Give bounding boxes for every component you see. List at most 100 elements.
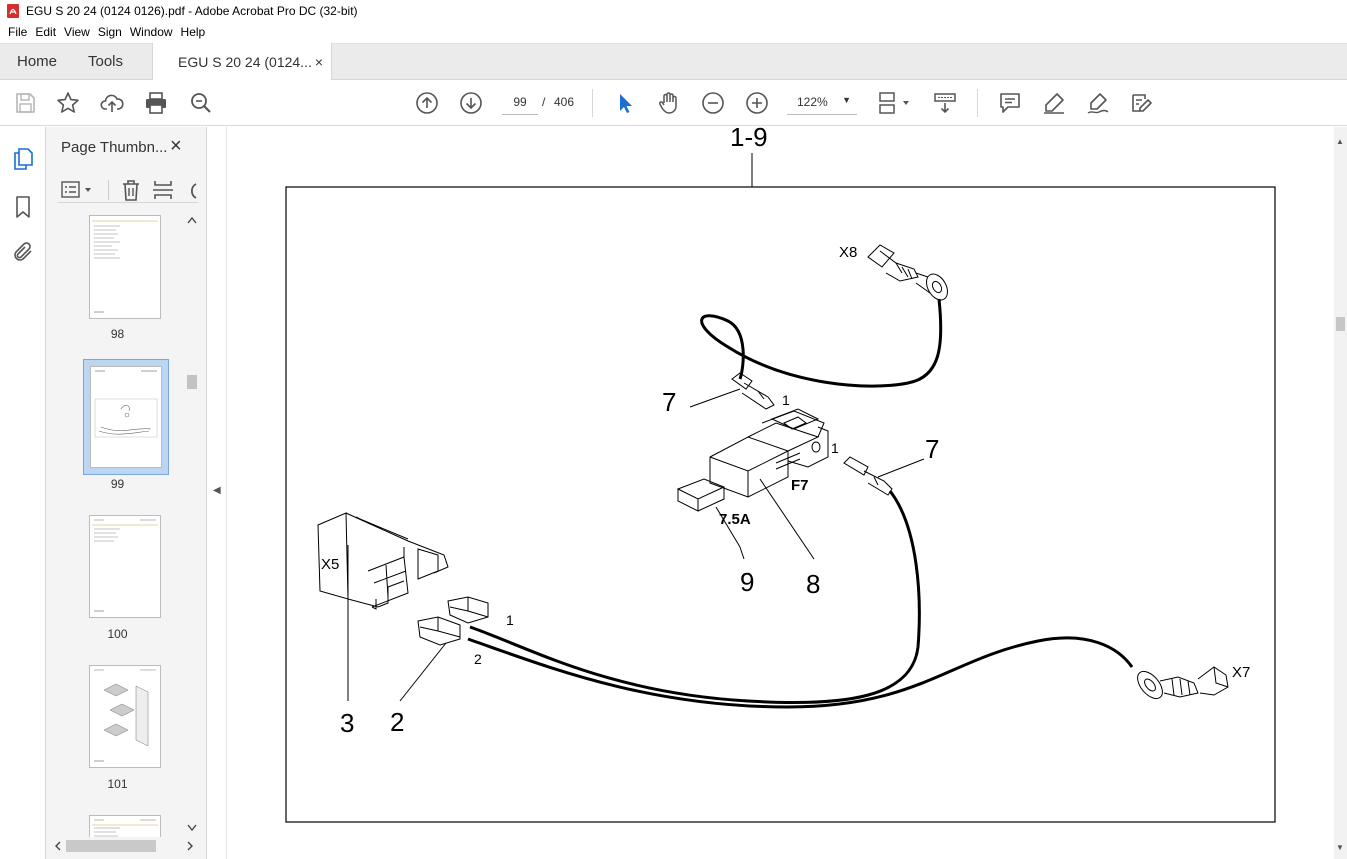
chevron-down-icon: ▼ xyxy=(842,95,851,105)
wiring-diagram xyxy=(317,244,1229,709)
menu-help[interactable]: Help xyxy=(180,25,206,39)
callout-2: 2 xyxy=(390,707,404,737)
menu-window[interactable]: Window xyxy=(129,25,173,39)
diagram-frame xyxy=(285,186,1276,823)
left-rail xyxy=(0,127,46,859)
rotate-page-icon[interactable] xyxy=(184,179,198,201)
collapse-panel-icon[interactable]: ◀ xyxy=(213,485,221,496)
page-thumbnail-selected[interactable] xyxy=(90,366,162,468)
callout-8: 8 xyxy=(806,569,820,599)
zoom-out-icon[interactable] xyxy=(701,91,725,115)
thumbnail-preview xyxy=(94,669,156,762)
thumbnail-preview xyxy=(94,370,158,438)
print-icon[interactable] xyxy=(144,91,168,115)
page-thumbnails-icon[interactable] xyxy=(11,147,35,171)
page-total: 406 xyxy=(554,95,575,109)
delete-page-icon[interactable] xyxy=(120,179,142,201)
callout-7-right: 7 xyxy=(925,434,939,464)
terminal-7-left xyxy=(731,372,775,410)
menu-sign[interactable]: Sign xyxy=(97,25,122,39)
thumbnail-label: 100 xyxy=(107,627,128,641)
page-thumbnail[interactable] xyxy=(89,515,161,618)
zoom-in-icon[interactable] xyxy=(745,91,769,115)
label-fuse-rating: 7.5A xyxy=(719,511,751,528)
panel-close-icon[interactable]: × xyxy=(170,135,182,157)
tab-tools[interactable]: Tools xyxy=(88,53,124,70)
label-x5: X5 xyxy=(321,556,339,573)
label-pin1-right: 1 xyxy=(831,440,839,456)
extract-pages-icon[interactable] xyxy=(152,179,174,201)
thumbnail-label: 101 xyxy=(107,777,128,791)
document-scrollbar[interactable]: ▲ ▼ xyxy=(1334,127,1347,859)
thumbnail-preview xyxy=(92,819,158,837)
terminal-7-right xyxy=(843,456,893,496)
callout-7-left: 7 xyxy=(662,387,676,417)
thumbnail-preview xyxy=(92,220,158,313)
toolbar-separator xyxy=(592,89,593,117)
tab-document-label: EGU S 20 24 (0124... xyxy=(178,54,312,70)
tab-close-icon[interactable]: × xyxy=(314,54,323,70)
page-thumbnail[interactable] xyxy=(89,815,161,837)
fill-sign-icon[interactable] xyxy=(1129,91,1153,115)
next-page-icon[interactable] xyxy=(459,91,483,115)
bookmark-star-icon[interactable] xyxy=(56,91,80,115)
thumbnail-hscrollbar[interactable] xyxy=(52,837,196,855)
menu-bar: File Edit View Sign Window Help xyxy=(0,22,1347,42)
attachment-icon[interactable] xyxy=(11,240,35,264)
x5-housing xyxy=(317,512,449,610)
leader-lines xyxy=(347,388,925,702)
menu-view[interactable]: View xyxy=(64,25,90,39)
fuse-holder-f7 xyxy=(709,408,829,498)
save-icon[interactable] xyxy=(13,91,37,115)
page-canvas: 1-9 xyxy=(285,127,1276,823)
comment-icon[interactable] xyxy=(998,91,1022,115)
panel-splitter[interactable]: ◀ xyxy=(207,127,227,859)
label-x7: X7 xyxy=(1232,664,1250,681)
scroll-down-icon[interactable]: ▼ xyxy=(1336,843,1344,852)
thumbnail-list: 98 99 100 xyxy=(46,215,189,837)
toolbar xyxy=(0,80,1347,126)
page-heading: 1-9 xyxy=(730,127,768,152)
document-view[interactable]: 1-9 xyxy=(228,127,1334,859)
bookmark-icon[interactable] xyxy=(11,195,35,219)
page-thumbnail[interactable] xyxy=(89,215,161,319)
window-title: EGU S 20 24 (0124 0126).pdf - Adobe Acro… xyxy=(26,4,358,18)
upload-icon[interactable] xyxy=(100,91,124,115)
toolbar-separator xyxy=(977,89,978,117)
label-wire2: 2 xyxy=(474,651,482,667)
page-number-input[interactable] xyxy=(502,89,538,115)
pin-contacts xyxy=(417,596,489,646)
page-separator: / xyxy=(542,95,546,109)
zoom-select[interactable]: 122% ▼ xyxy=(787,89,857,115)
draw-icon[interactable] xyxy=(1086,91,1110,115)
menu-edit[interactable]: Edit xyxy=(35,25,57,39)
thumbnail-options-icon[interactable] xyxy=(61,180,95,200)
thumbnail-scrollbar[interactable] xyxy=(185,215,199,837)
callout-3: 3 xyxy=(340,708,354,738)
hand-icon[interactable] xyxy=(657,91,681,115)
find-zoom-icon[interactable] xyxy=(189,91,213,115)
tab-document[interactable]: EGU S 20 24 (0124... × xyxy=(152,43,332,81)
thumbnail-tools xyxy=(58,177,198,203)
zoom-value: 122% xyxy=(797,95,828,109)
fuse-7-5a xyxy=(676,478,726,512)
callout-9: 9 xyxy=(740,567,754,597)
prev-page-icon[interactable] xyxy=(415,91,439,115)
scroll-mode-icon[interactable] xyxy=(933,91,957,115)
scrollbar-thumb[interactable] xyxy=(1336,317,1345,331)
scroll-up-icon[interactable]: ▲ xyxy=(1336,137,1344,146)
title-bar: EGU S 20 24 (0124 0126).pdf - Adobe Acro… xyxy=(0,0,1347,22)
x8-terminal xyxy=(867,244,948,301)
label-pin1-top: 1 xyxy=(782,392,790,408)
menu-file[interactable]: File xyxy=(8,25,28,39)
thumbnail-label: 98 xyxy=(110,327,125,341)
acrobat-pdf-icon xyxy=(7,4,19,18)
select-cursor-icon[interactable] xyxy=(614,91,638,115)
fit-page-icon[interactable] xyxy=(877,91,913,115)
highlight-icon[interactable] xyxy=(1042,91,1066,115)
label-f7: F7 xyxy=(791,477,809,494)
tab-home[interactable]: Home xyxy=(17,53,58,70)
thumbnail-label: 99 xyxy=(110,477,125,491)
label-wire1: 1 xyxy=(506,612,514,628)
page-thumbnail[interactable] xyxy=(89,665,161,768)
